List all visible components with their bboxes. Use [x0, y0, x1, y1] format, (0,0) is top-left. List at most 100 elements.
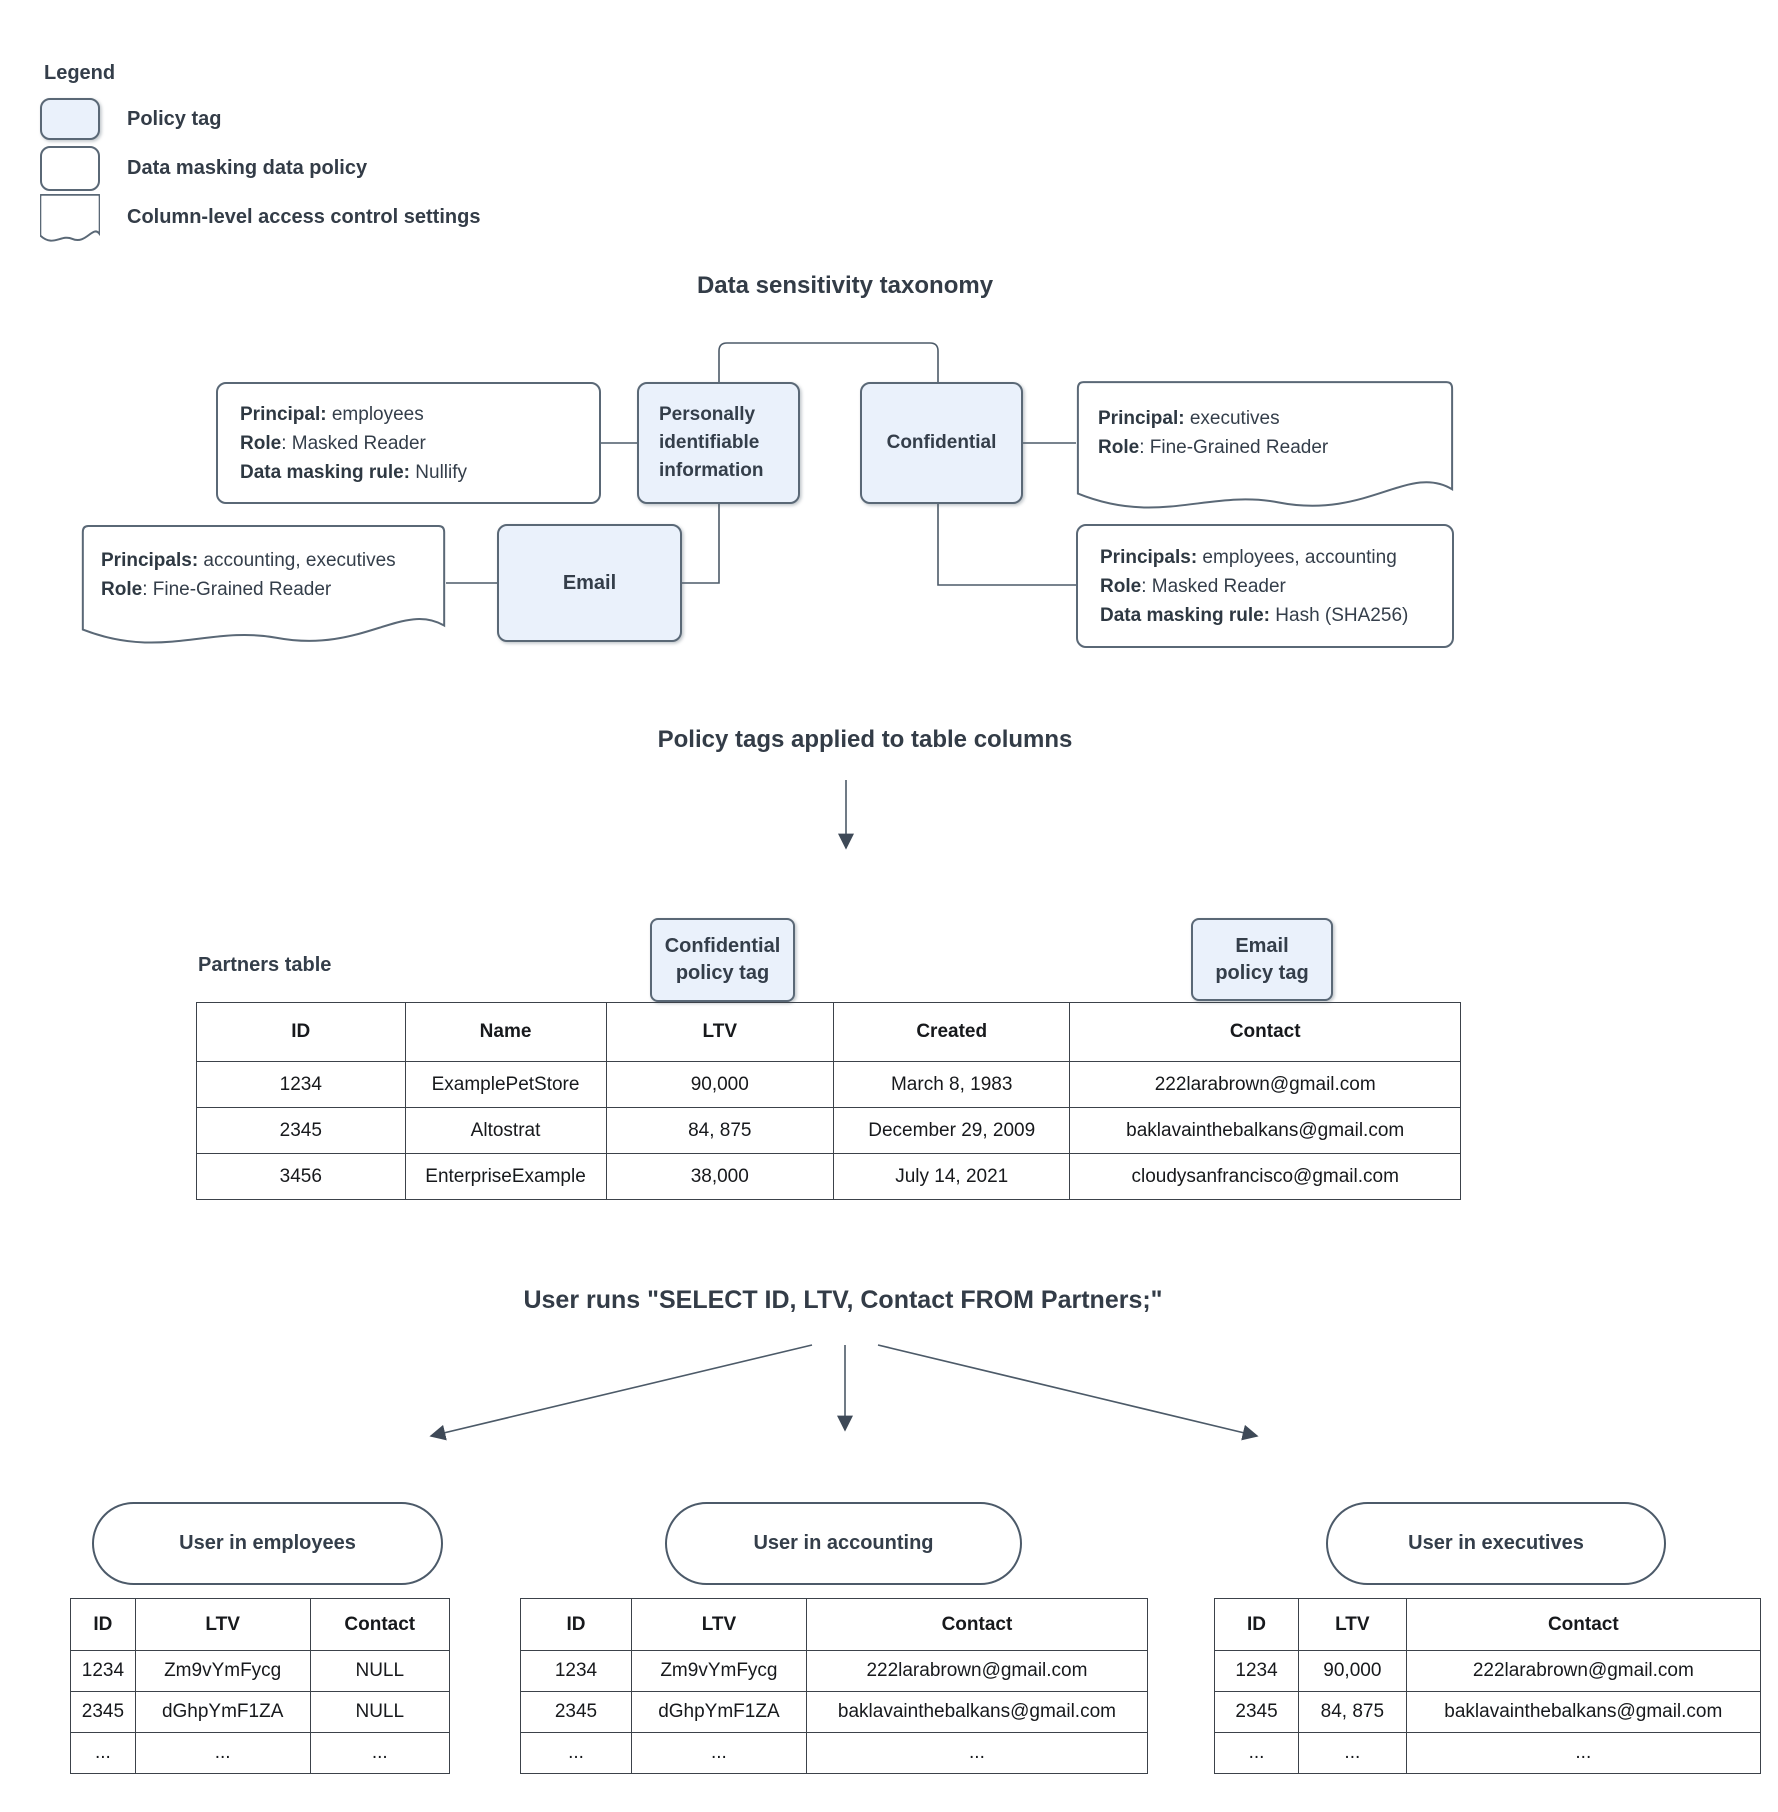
taxonomy-tree-bracket [718, 342, 939, 382]
table-cell: ... [630, 1732, 807, 1774]
text-line: Role: Fine-Grained Reader [101, 579, 332, 600]
column-header: LTV [1298, 1598, 1407, 1651]
table-cell: ... [1405, 1732, 1762, 1774]
text-line: Data masking rule: Hash (SHA256) [1100, 604, 1409, 626]
table-cell: 2345 [196, 1107, 406, 1154]
table-cell: July 14, 2021 [833, 1153, 1071, 1200]
group-user-in-executives: User in executives [1326, 1502, 1666, 1585]
table-cell: Altostrat [404, 1107, 607, 1154]
column-header: LTV [630, 1598, 807, 1651]
table-row: ......... [520, 1732, 1149, 1774]
table-cell: 3456 [196, 1153, 406, 1200]
column-header: ID [520, 1598, 632, 1651]
table-cell: ... [520, 1732, 632, 1774]
legend-item-column-access: Column-level access control settings [127, 205, 481, 228]
table-cell: 2345 [520, 1691, 632, 1733]
table-cell: NULL [309, 1650, 451, 1692]
table-cell: Zm9vYmFycg [134, 1650, 311, 1692]
column-header: ID [70, 1598, 136, 1651]
legend-item-policy-tag: Policy tag [127, 107, 222, 130]
table-cell: 84, 875 [1298, 1691, 1407, 1733]
text-line: policy tag [1215, 961, 1309, 984]
table-cell: March 8, 1983 [833, 1061, 1071, 1108]
table-cell: dGhpYmF1ZA [630, 1691, 807, 1733]
table-cell: dGhpYmF1ZA [134, 1691, 311, 1733]
table-cell: baklavainthebalkans@gmail.com [1405, 1691, 1762, 1733]
column-header: Name [404, 1002, 607, 1062]
column-header: Created [833, 1002, 1071, 1062]
column-access-swatch-icon [40, 194, 100, 246]
policy-section-title: Policy tags applied to table columns [657, 726, 1073, 753]
table-cell: 222larabrown@gmail.com [1069, 1061, 1461, 1108]
table-cell: 84, 875 [605, 1107, 835, 1154]
column-header: ID [196, 1002, 406, 1062]
table-row: ......... [70, 1732, 451, 1774]
arrow-to-employees-result [429, 1344, 813, 1441]
text-line: Data masking rule: Nullify [240, 461, 468, 483]
table-cell: 1234 [520, 1650, 632, 1692]
table-cell: NULL [309, 1691, 451, 1733]
text-line: Principals: accounting, executives [101, 550, 396, 571]
partners-table-label: Partners table [198, 954, 332, 976]
table-cell: baklavainthebalkans@gmail.com [805, 1691, 1149, 1733]
table-cell: 222larabrown@gmail.com [1405, 1650, 1762, 1692]
policy-tag-swatch-icon [40, 98, 100, 140]
table-cell: EnterpriseExample [404, 1153, 607, 1200]
table-cell: ... [1213, 1732, 1300, 1774]
table-cell: 2345 [1213, 1691, 1300, 1733]
policy-tag-pii: Personally identifiable information [637, 382, 800, 504]
table-cell: 1234 [70, 1650, 136, 1692]
text-line: Principal: executives [1098, 408, 1280, 429]
table-cell: 1234 [1213, 1650, 1300, 1692]
table-cell: ... [70, 1732, 136, 1774]
table-cell: ... [805, 1732, 1149, 1774]
policy-tag-email: Email [497, 524, 682, 642]
legend-item-data-masking: Data masking data policy [127, 157, 368, 179]
table-cell: ExamplePetStore [404, 1061, 607, 1108]
table-cell: 90,000 [605, 1061, 835, 1108]
table-cell: 2345 [70, 1691, 136, 1733]
connector-email-to-pii [682, 504, 720, 584]
query-section-title: User runs "SELECT ID, LTV, Contact FROM … [523, 1286, 1163, 1314]
text-line: Role: Masked Reader [240, 432, 426, 454]
text-line: Principals: employees, accounting [1100, 546, 1397, 568]
text-line: Role: Fine-Grained Reader [1098, 437, 1329, 458]
text-line: Email [1235, 934, 1289, 957]
connector-confidential-to-hash [937, 504, 1076, 586]
legend-title: Legend [44, 62, 116, 84]
column-header: Contact [1405, 1598, 1762, 1651]
text-line: Confidential [664, 935, 781, 957]
column-header: LTV [134, 1598, 311, 1651]
table-cell: 90,000 [1298, 1650, 1407, 1692]
taxonomy-title: Data sensitivity taxonomy [696, 272, 994, 299]
table-cell: 1234 [196, 1061, 406, 1108]
table-cell: 222larabrown@gmail.com [805, 1650, 1149, 1692]
table-cell: December 29, 2009 [833, 1107, 1071, 1154]
table-row: ......... [1213, 1732, 1762, 1774]
email-policy-tag-callout: Email policy tag [1191, 918, 1333, 1001]
table-cell: ... [134, 1732, 311, 1774]
column-header: Contact [309, 1598, 451, 1651]
table-cell: ... [309, 1732, 451, 1774]
